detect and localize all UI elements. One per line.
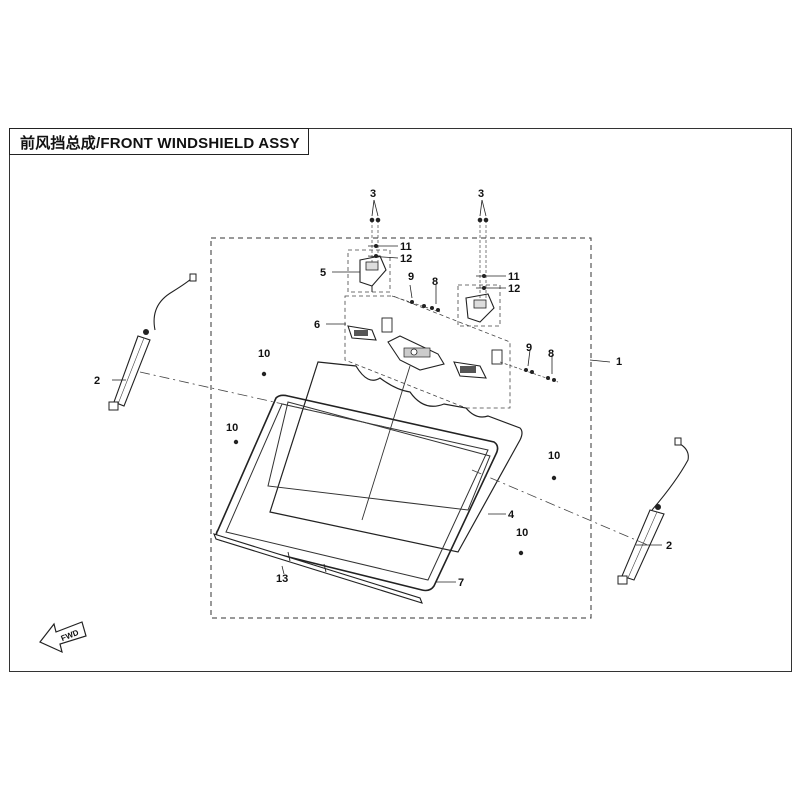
hinge-right xyxy=(465,293,495,323)
seal-frame-inner xyxy=(225,403,489,581)
callout-3-right: 3 xyxy=(478,188,484,200)
windshield-panel xyxy=(269,361,523,553)
callout-8-top: 8 xyxy=(432,276,438,288)
mount-group-box xyxy=(344,295,511,409)
diagram-title: 前风挡总成/FRONT WINDSHIELD ASSY xyxy=(20,135,300,152)
mount-pad-right xyxy=(453,361,487,379)
screw-set-3-left xyxy=(369,217,381,262)
callout-10-c: 10 xyxy=(548,450,560,462)
callout-12-right: 12 xyxy=(508,283,520,295)
callout-6: 6 xyxy=(314,319,320,331)
assembly-boundary xyxy=(210,237,592,619)
callout-5: 5 xyxy=(320,267,326,279)
screws-10 xyxy=(233,371,557,556)
strip-marker-2 xyxy=(323,563,327,573)
callout-3-left: 3 xyxy=(370,188,376,200)
bottom-seal-strip xyxy=(213,533,423,604)
callout-9-right: 9 xyxy=(526,342,532,354)
bolts-8-9 xyxy=(391,295,559,383)
hinge-left xyxy=(359,255,387,292)
mount-bracket xyxy=(381,317,393,333)
strut-axis-right xyxy=(471,469,651,547)
callout-4: 4 xyxy=(508,509,515,521)
washers-11-12 xyxy=(374,244,486,290)
callout-labels: 1 2 2 3 3 4 5 6 7 8 8 9 9 10 10 10 10 11… xyxy=(94,188,672,589)
callout-13: 13 xyxy=(276,573,288,585)
fwd-arrow-icon: FWD xyxy=(39,621,87,654)
title-box xyxy=(9,128,309,155)
callout-10-d: 10 xyxy=(516,527,528,539)
callout-1: 1 xyxy=(616,356,622,368)
panel-center-line xyxy=(361,365,411,521)
leader-lines xyxy=(112,199,662,583)
mount-bracket-right xyxy=(491,349,503,365)
callout-11-right: 11 xyxy=(508,271,520,283)
callout-10-b: 10 xyxy=(226,422,238,434)
gas-strut-right xyxy=(617,437,689,585)
drawing-frame xyxy=(9,128,792,672)
strut-axis-left xyxy=(139,371,391,429)
mount-pad-left xyxy=(347,325,377,341)
callout-2-left: 2 xyxy=(94,375,100,387)
callout-11-left: 11 xyxy=(400,241,412,253)
callout-8-right: 8 xyxy=(548,348,554,360)
callout-7: 7 xyxy=(458,577,464,589)
mount-pad-center xyxy=(387,335,445,371)
callout-10-a: 10 xyxy=(258,348,270,360)
panel-inner-window xyxy=(267,401,491,511)
callout-9-top: 9 xyxy=(408,271,414,283)
gas-strut-left xyxy=(108,273,197,411)
screw-set-3-right xyxy=(477,217,489,298)
hinge-group-left-box xyxy=(347,249,391,293)
callout-2-right: 2 xyxy=(666,540,672,552)
callout-12-left: 12 xyxy=(400,253,412,265)
strip-marker xyxy=(287,551,291,562)
